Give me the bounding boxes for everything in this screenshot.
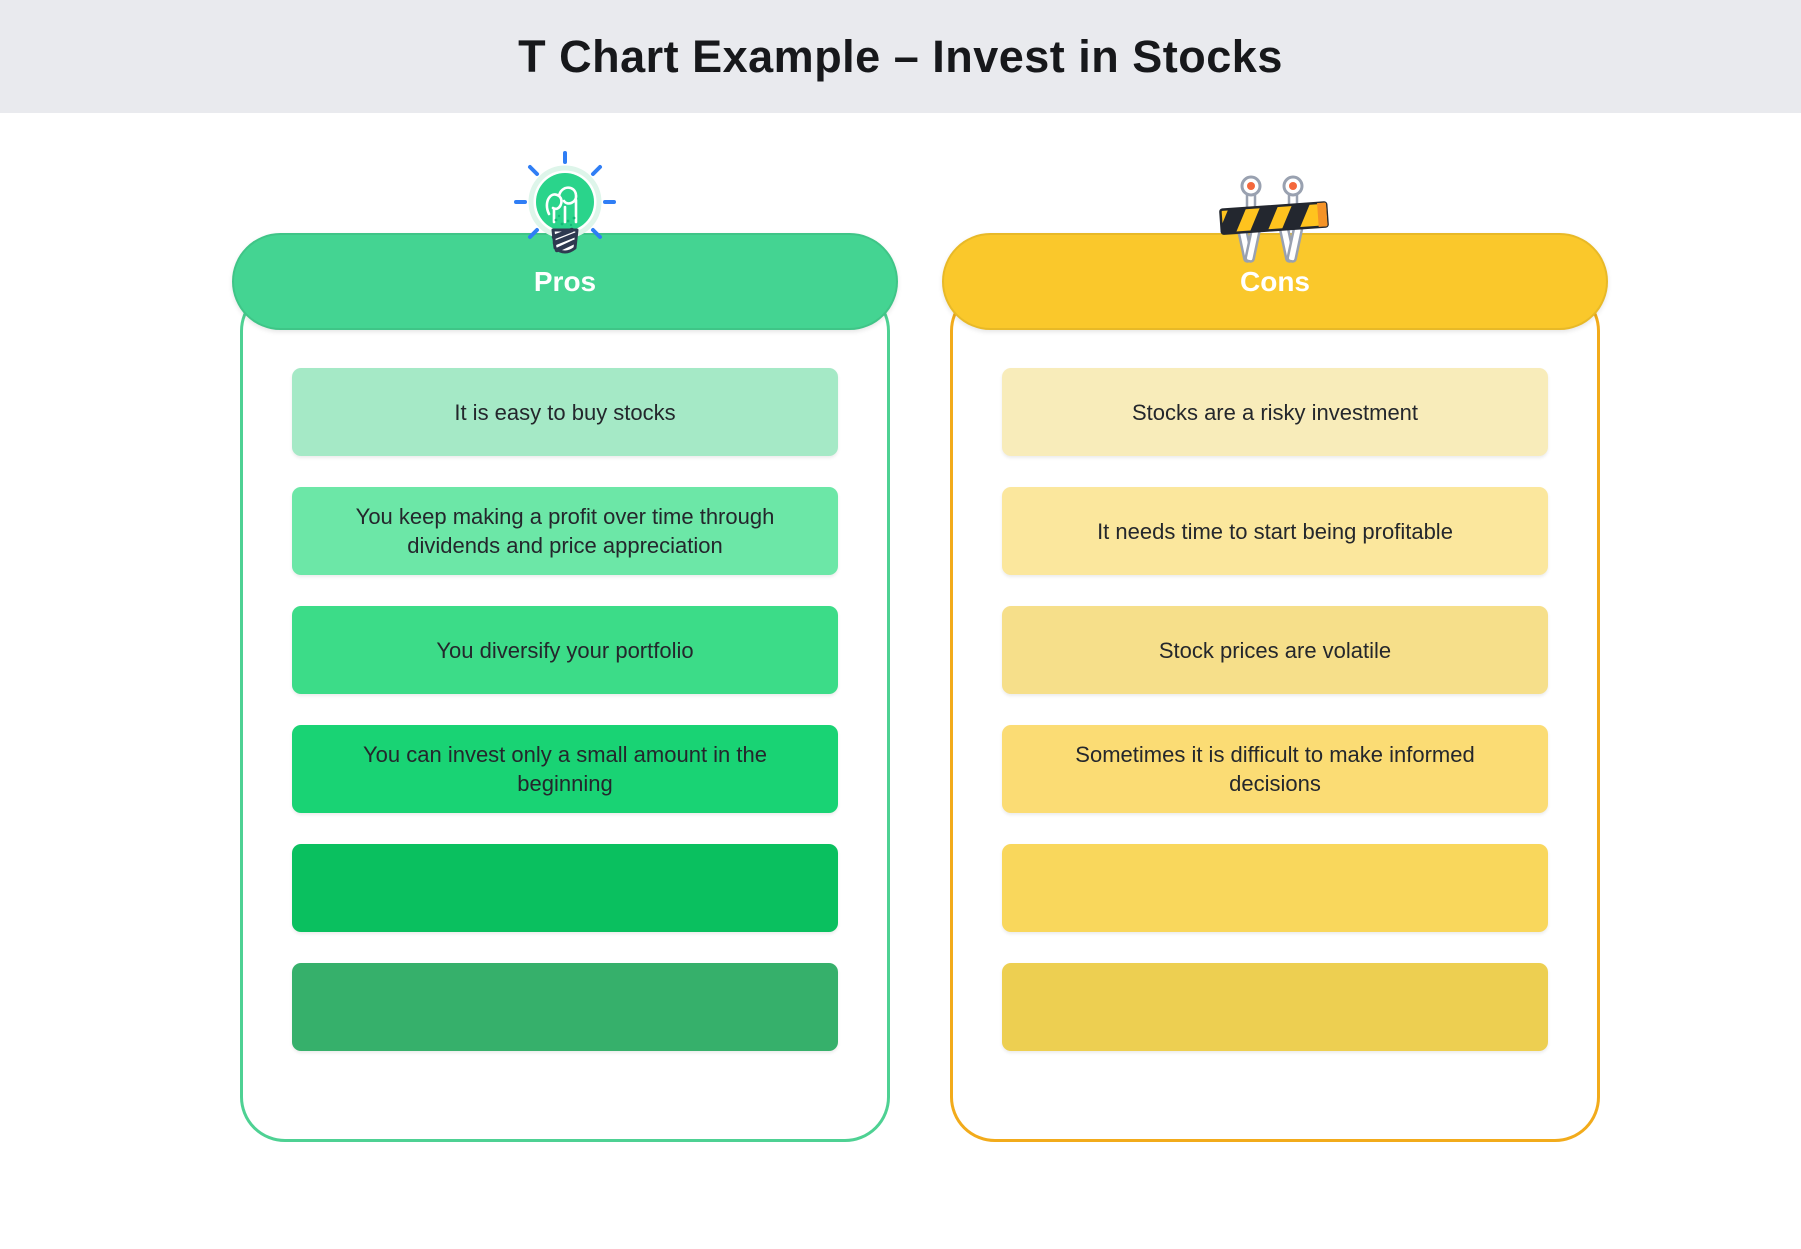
cons-item-3: Stock prices are volatile bbox=[1002, 606, 1548, 694]
page-title: T Chart Example – Invest in Stocks bbox=[518, 30, 1283, 82]
pros-item-2: You keep making a profit over time throu… bbox=[292, 487, 838, 575]
pros-item-6-empty bbox=[292, 963, 838, 1051]
lightbulb-rays bbox=[514, 151, 616, 239]
pros-item-1: It is easy to buy stocks bbox=[292, 368, 838, 456]
lightbulb-icon bbox=[510, 150, 620, 262]
barrier-legs bbox=[1236, 190, 1304, 263]
pros-item-4: You can invest only a small amount in th… bbox=[292, 725, 838, 813]
cons-header-pill: Cons bbox=[942, 233, 1608, 330]
cons-column: Cons Stocks are a risky investment It ne… bbox=[942, 0, 1608, 1249]
cons-item-4: Sometimes it is difficult to make inform… bbox=[1002, 725, 1548, 813]
pros-column: Pros It is easy to buy stocks You keep m… bbox=[232, 0, 898, 1249]
cons-item-1: Stocks are a risky investment bbox=[1002, 368, 1548, 456]
cons-item-2: It needs time to start being profitable bbox=[1002, 487, 1548, 575]
cons-item-6-empty bbox=[1002, 963, 1548, 1051]
pros-item-5-empty bbox=[292, 844, 838, 932]
barrier-icon bbox=[1213, 172, 1337, 266]
pros-header-pill: Pros bbox=[232, 233, 898, 330]
cons-item-5-empty bbox=[1002, 844, 1548, 932]
pros-panel: It is easy to buy stocks You keep making… bbox=[240, 286, 890, 1142]
pros-item-3: You diversify your portfolio bbox=[292, 606, 838, 694]
title-bar: T Chart Example – Invest in Stocks bbox=[0, 0, 1801, 113]
cons-panel: Stocks are a risky investment It needs t… bbox=[950, 286, 1600, 1142]
